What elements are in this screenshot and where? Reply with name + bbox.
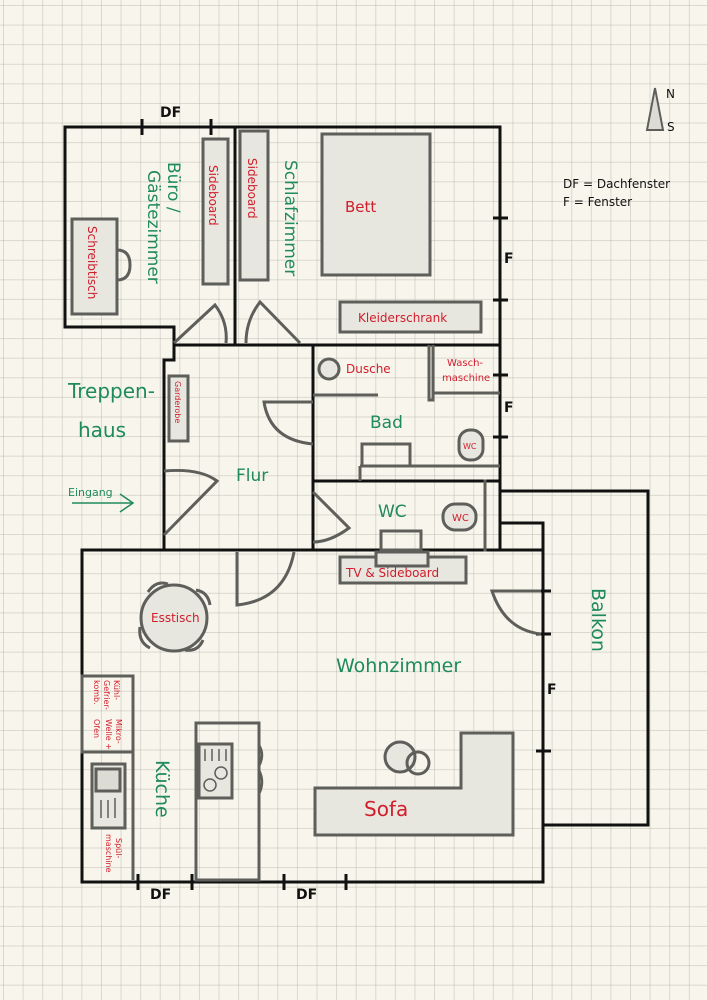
door-balcony: [489, 589, 542, 636]
entrance-arrow-icon: [72, 493, 135, 513]
bath-toilet-label: WC: [463, 442, 477, 451]
wc-toilet: [441, 502, 478, 532]
compass-needle-icon: [645, 87, 665, 131]
wall-balcony-step: [498, 521, 545, 552]
door-bath: [262, 400, 314, 446]
fridge-label-1: Kühl-: [112, 680, 121, 700]
room-label-balcony: Balkon: [587, 588, 609, 652]
kitchen-island: [194, 721, 261, 882]
dining-table-part: [146, 581, 169, 593]
desk: [70, 217, 119, 316]
microwave-label-3: Ofen: [92, 719, 101, 738]
room-label-office-2: Gästezimmer: [143, 170, 163, 284]
washer-partition: [427, 345, 435, 402]
door-living: [235, 551, 296, 607]
cooktop-part: [203, 778, 217, 792]
room-label-stairwell-1: Treppen-: [67, 379, 155, 403]
coffee-tables: [383, 740, 431, 776]
door-office: [172, 302, 228, 345]
f-mark-living: F: [547, 682, 557, 698]
bath-sink: [360, 442, 412, 468]
entrance-arrow-icon-part: [119, 493, 135, 513]
df-mark-kitchen: DF: [150, 887, 171, 903]
wall-hall-left: [162, 343, 176, 552]
fridge-label-2: Gefrier-: [102, 680, 111, 710]
shower: [317, 357, 341, 381]
shower-label: Dusche: [346, 362, 391, 376]
bar-stool-1: [257, 744, 264, 767]
room-label-wc: WC: [378, 502, 407, 522]
sideboard-office-label: Sideboard: [206, 165, 220, 226]
doors: [162, 299, 542, 636]
df-mark-office: DF: [160, 105, 181, 121]
df-mark-living: DF: [296, 887, 317, 903]
coat-rack-label: Garderobe: [173, 381, 182, 423]
desk-chair: [116, 248, 132, 282]
desk-label: Schreibtisch: [85, 226, 99, 299]
wall-balcony: [498, 489, 650, 827]
coffee-tables-part: [405, 750, 431, 776]
cooktop: [197, 742, 234, 800]
dining-table-part: [138, 626, 151, 650]
wc-toilet-label: WC: [452, 513, 469, 524]
compass-south: S: [667, 120, 675, 134]
sideboard-bedroom: [238, 129, 270, 282]
legend-f: F = Fenster: [563, 195, 632, 209]
room-label-stairwell-2: haus: [78, 418, 126, 442]
sofa: [313, 731, 515, 837]
wardrobe-label: Kleiderschrank: [358, 311, 447, 325]
f-mark-bedroom: F: [504, 251, 514, 267]
f-mark-bath: F: [504, 400, 514, 416]
sideboard-office: [201, 137, 230, 286]
washer-label-2: maschine: [442, 373, 490, 384]
compass: N S: [645, 87, 675, 134]
dining-table: [138, 581, 212, 653]
fridge-label-3: komb.: [92, 680, 101, 705]
dining-table-label: Esstisch: [151, 611, 200, 625]
microwave-label-2: Welle +: [104, 719, 113, 750]
sofa-label: Sofa: [364, 797, 408, 821]
wall-upper-outer: [63, 125, 502, 552]
tv-unit: [374, 550, 430, 568]
bed: [320, 132, 432, 277]
kitchen-counter-top: [80, 674, 135, 754]
bar-stool-2: [257, 769, 264, 795]
door-entrance: [162, 469, 220, 537]
walls: [63, 125, 650, 884]
dining-table-part: [184, 639, 205, 652]
room-label-office: Büro /: [163, 162, 183, 213]
washer-label-1: Wasch-: [447, 358, 483, 369]
sink: [90, 762, 127, 830]
dining-table-part: [139, 583, 209, 653]
cooktop-part: [214, 766, 228, 780]
microwave-label-1: Mikro-: [114, 719, 123, 744]
room-label-kitchen: Küche: [151, 760, 173, 818]
door-wc: [311, 490, 352, 544]
wardrobe: [338, 300, 483, 334]
legend-df: DF = Dachfenster: [563, 177, 670, 191]
dishwasher-label-1: Spül-: [114, 838, 123, 858]
coat-rack: [167, 374, 190, 443]
bed-label: Bett: [345, 198, 376, 216]
bath-toilet: [457, 428, 485, 462]
room-label-bathroom: Bad: [370, 413, 403, 433]
room-label-hallway: Flur: [236, 466, 268, 486]
door-bedroom: [244, 299, 302, 345]
dishwasher-label-2: maschine: [104, 834, 113, 873]
tv-sideboard-label: TV & Sideboard: [345, 566, 439, 580]
wc-sink: [379, 529, 423, 552]
sink-part: [94, 767, 122, 793]
dining-table-part: [195, 588, 212, 606]
room-label-living: Wohnzimmer: [336, 655, 461, 677]
legend: DF = Dachfenster F = Fenster: [563, 177, 670, 209]
compass-north: N: [666, 87, 675, 101]
sideboard-bedroom-label: Sideboard: [245, 158, 259, 219]
entrance-label: Eingang: [68, 486, 113, 499]
room-label-bedroom: Schlafzimmer: [280, 160, 300, 276]
